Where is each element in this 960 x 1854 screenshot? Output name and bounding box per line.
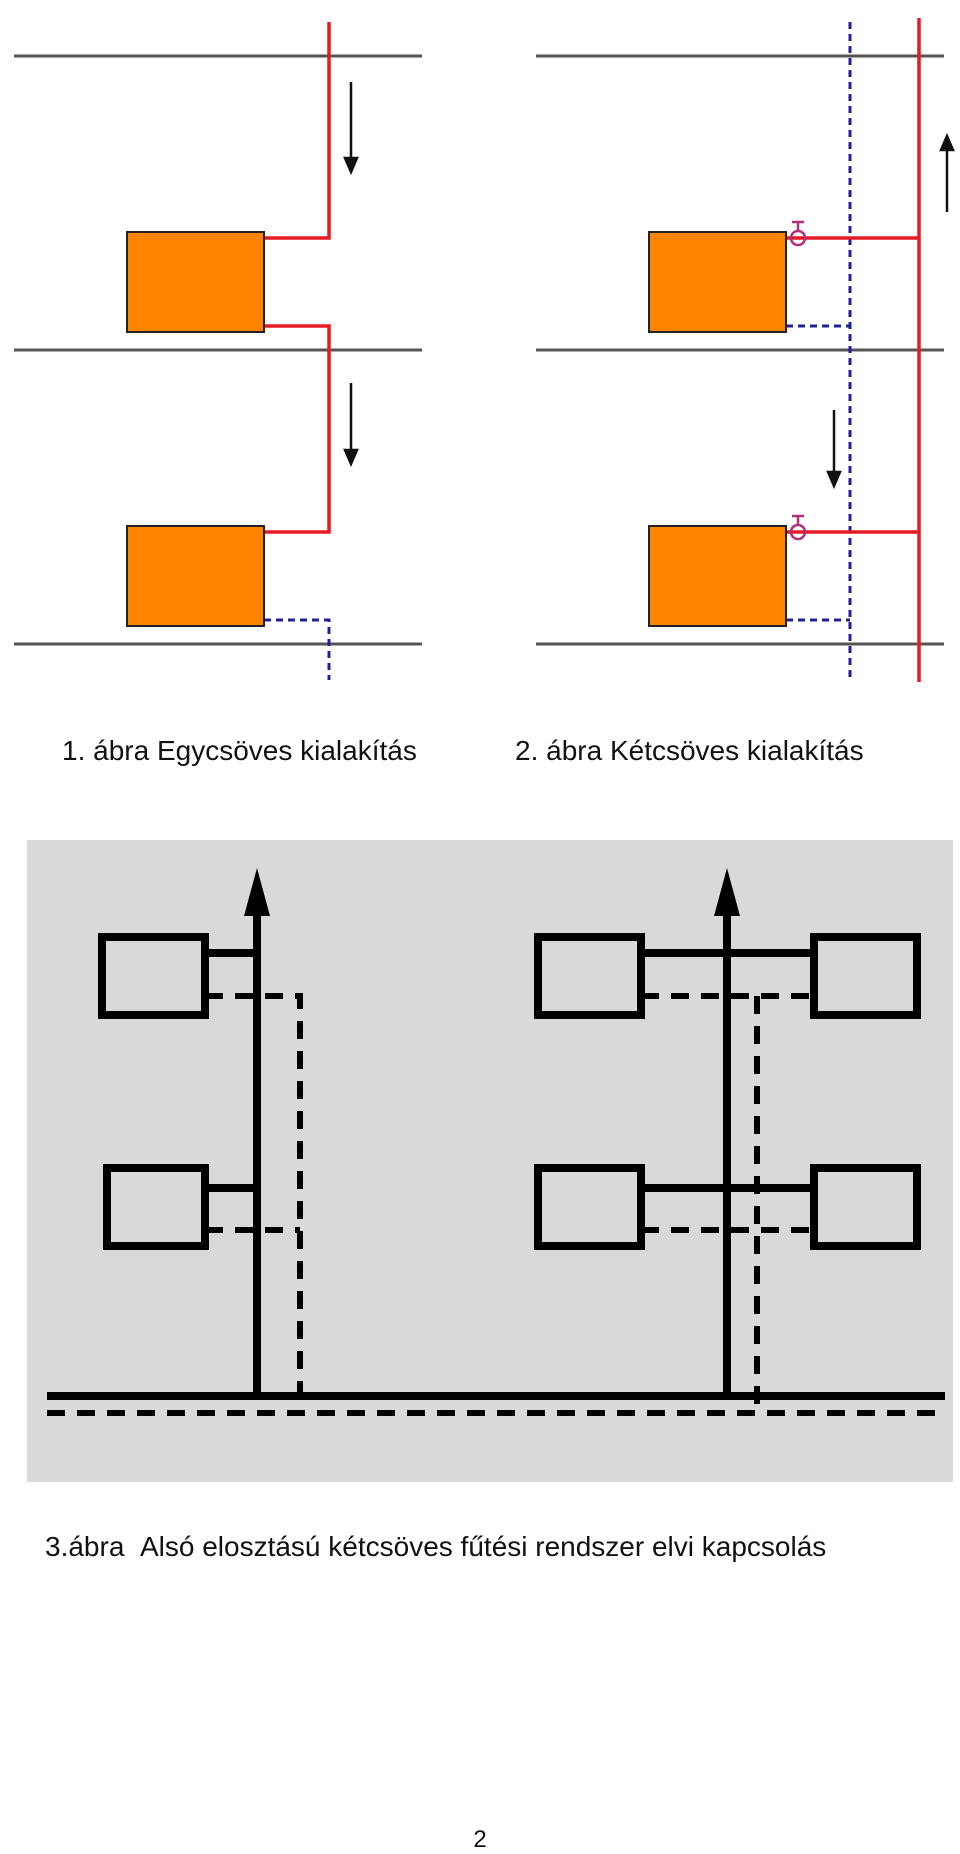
radiator-upper bbox=[126, 231, 265, 333]
figure3-caption: 3.ábra Alsó elosztású kétcsöves fűtési r… bbox=[45, 1533, 826, 1561]
arrow-up-icon bbox=[714, 868, 740, 916]
radiator-left-lower bbox=[103, 1164, 209, 1250]
flow-arrow-down-icon bbox=[343, 82, 359, 176]
figure1-diagram bbox=[14, 22, 422, 680]
figure2-caption: 2. ábra Kétcsöves kialakítás bbox=[515, 735, 864, 766]
radiator-lower bbox=[648, 525, 787, 627]
page-number: 2 bbox=[473, 1826, 487, 1853]
figure2-diagram bbox=[536, 18, 955, 682]
radiator-upper bbox=[648, 231, 787, 333]
floor-lines bbox=[14, 54, 422, 646]
radiator-lower bbox=[126, 525, 265, 627]
figure3-caption-text: Alsó elosztású kétcsöves fűtési rendszer… bbox=[139, 1531, 827, 1562]
return-pipe bbox=[786, 22, 852, 682]
floor-lines bbox=[536, 54, 944, 646]
flow-arrow-down-icon bbox=[343, 383, 359, 468]
radiator-right-upper-right bbox=[810, 933, 921, 1019]
flow-arrow-down-icon bbox=[826, 410, 842, 490]
figure1-caption: 1. ábra Egycsöves kialakítás bbox=[62, 735, 417, 766]
supply-pipe bbox=[264, 22, 331, 534]
valve-icon bbox=[789, 220, 807, 247]
valve-icon bbox=[789, 514, 807, 541]
supply-pipe bbox=[786, 18, 921, 682]
arrow-up-icon bbox=[244, 868, 270, 916]
flow-arrow-up-icon bbox=[939, 132, 955, 212]
radiator-right-lower-left bbox=[534, 1164, 645, 1250]
return-riser-left bbox=[205, 993, 303, 1413]
figure3-diagram bbox=[47, 868, 945, 1416]
figure3-background bbox=[27, 840, 953, 1482]
figure3-caption-number: 3.ábra bbox=[45, 1531, 125, 1562]
radiator-left-upper bbox=[98, 933, 209, 1019]
radiator-right-upper-left bbox=[534, 933, 645, 1019]
radiator-right-lower-right bbox=[810, 1164, 921, 1250]
return-pipe bbox=[264, 618, 331, 680]
